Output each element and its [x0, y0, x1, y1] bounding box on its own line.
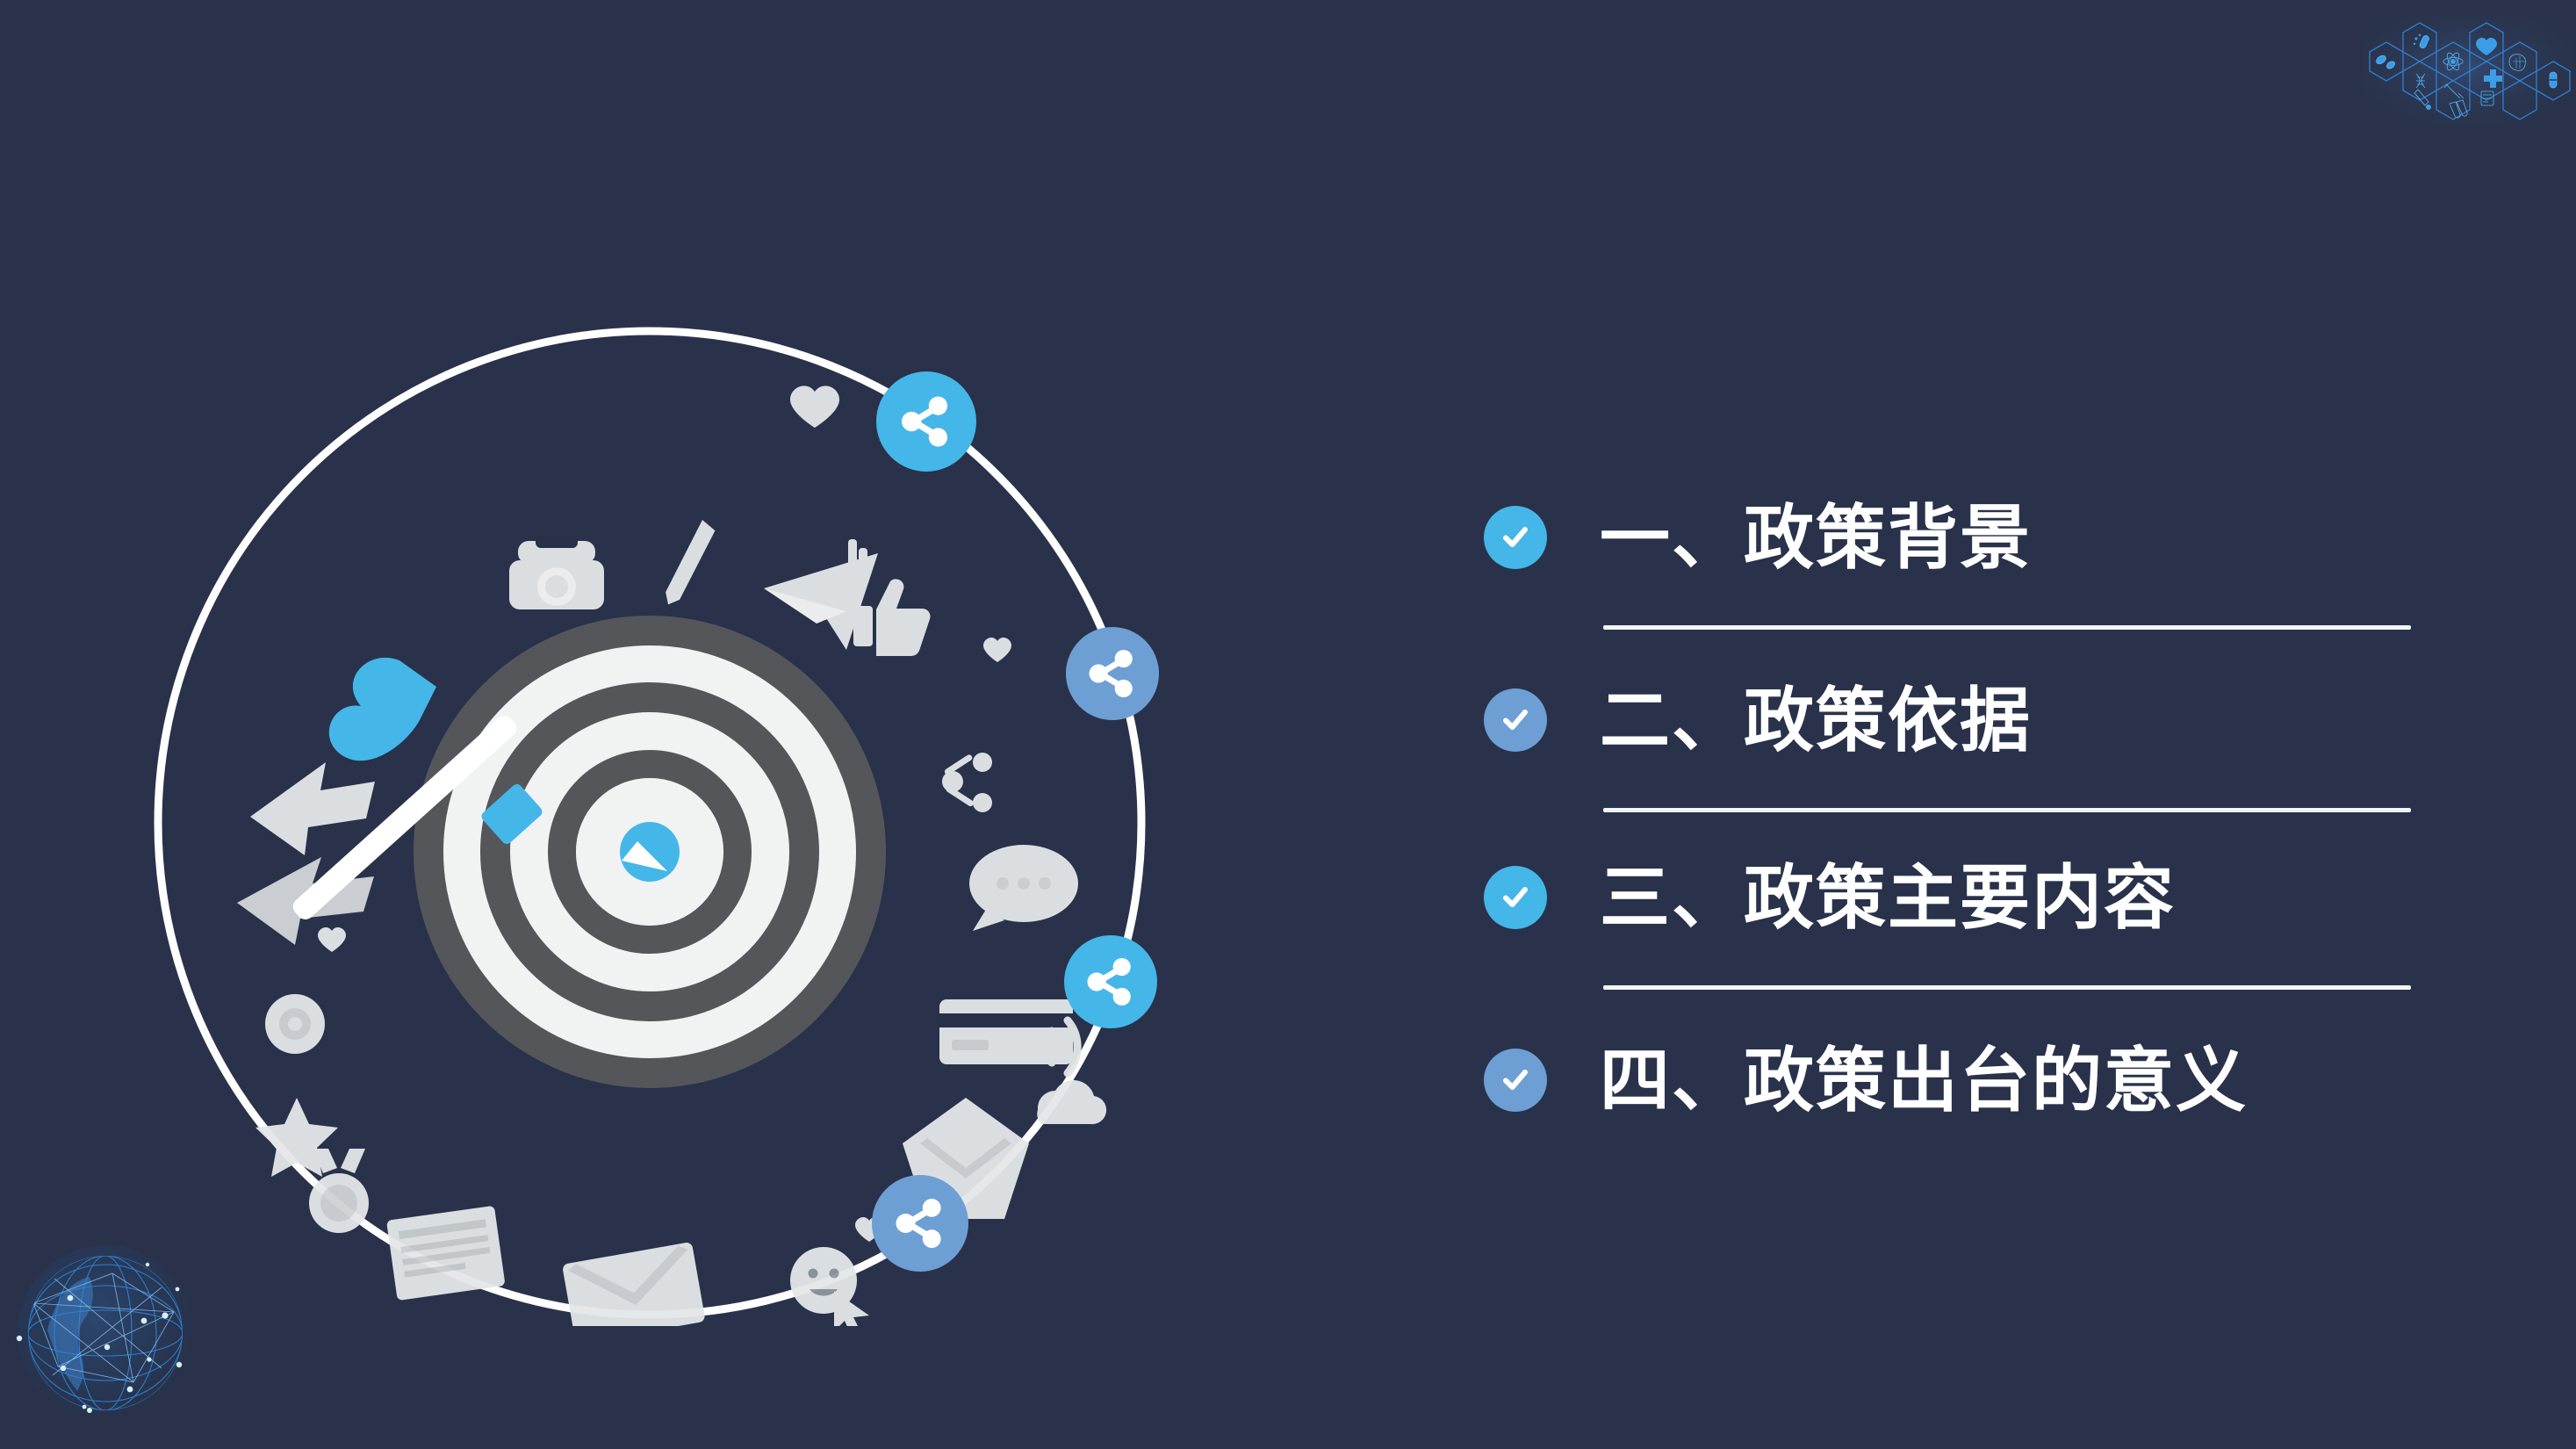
check-icon: [1503, 527, 1528, 547]
agenda-divider-2: [1603, 808, 2411, 812]
dart-icon: [292, 657, 680, 919]
check-badge-1: [1484, 506, 1547, 569]
orbit-illustration: [97, 290, 1194, 1344]
share-node-right-lower[interactable]: [1064, 935, 1157, 1028]
agenda-divider-1: [1603, 625, 2411, 630]
check-badge-2: [1484, 688, 1547, 752]
agenda-list: 一、政策背景 二、政策依据 三、政策主要内容: [1484, 474, 2467, 1120]
agenda-item-2[interactable]: 二、政策依据: [1484, 674, 2467, 767]
check-badge-3: [1484, 866, 1547, 929]
check-icon: [1503, 1070, 1528, 1090]
agenda-item-label: 二、政策依据: [1600, 681, 2032, 760]
agenda-item-4[interactable]: 四、政策出台的意义: [1484, 1034, 2467, 1127]
medical-hexagon-cluster: [2362, 16, 2572, 130]
agenda-item-3[interactable]: 三、政策主要内容: [1484, 852, 2467, 944]
agenda-divider-3: [1603, 985, 2411, 990]
share-node-bottom[interactable]: [872, 1175, 968, 1272]
agenda-item-label: 四、政策出台的意义: [1600, 1042, 2248, 1120]
wireframe-globe: [2, 1235, 265, 1449]
share-node-top[interactable]: [876, 371, 976, 472]
agenda-item-label: 三、政策主要内容: [1600, 859, 2176, 937]
share-node-right-upper[interactable]: [1066, 627, 1159, 720]
check-badge-4: [1484, 1049, 1547, 1112]
agenda-item-label: 一、政策背景: [1600, 499, 2032, 577]
check-icon: [1503, 887, 1528, 907]
check-icon: [1503, 710, 1528, 730]
agenda-item-1[interactable]: 一、政策背景: [1484, 492, 2467, 584]
